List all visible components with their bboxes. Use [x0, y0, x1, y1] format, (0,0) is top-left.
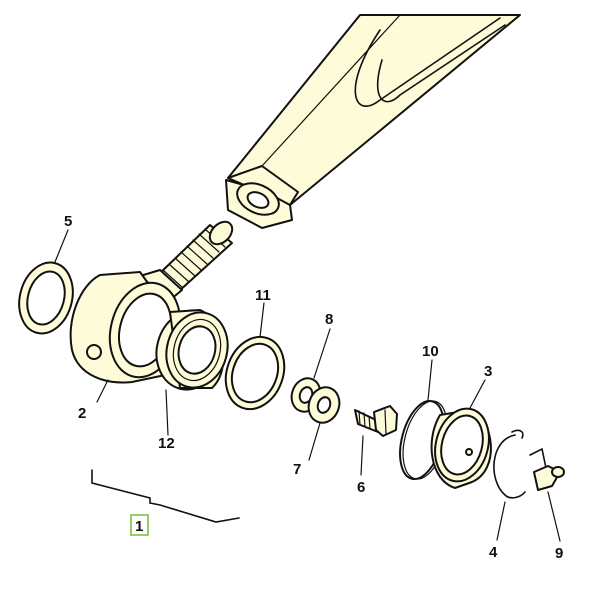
callout-6: 6 [357, 479, 365, 496]
part-6-bolt [354, 405, 398, 437]
part-11-ring [224, 335, 286, 411]
callout-9: 9 [555, 545, 563, 562]
leader-lines [54, 229, 561, 542]
part-7-washer [307, 386, 341, 424]
part-4-snap-ring [493, 429, 526, 499]
callout-8: 8 [325, 311, 333, 328]
callout-3: 3 [484, 363, 492, 380]
callout-11: 11 [255, 287, 271, 304]
callout-1: 1 [135, 518, 143, 535]
part-5-seal-ring [18, 261, 74, 335]
part-12-bearing [155, 309, 229, 391]
part-3-cap [430, 407, 492, 489]
callout-5: 5 [64, 213, 72, 230]
part-9-grease-fitting [529, 447, 565, 491]
assembly-bracket [91, 469, 240, 523]
callout-4: 4 [489, 544, 498, 561]
callout-1-highlight [130, 514, 149, 536]
arm-tube [225, 14, 521, 229]
part-2-ball-joint-housing [69, 220, 234, 384]
callout-2: 2 [78, 405, 86, 422]
callout-12: 12 [158, 435, 175, 452]
callout-labels: 1 2 3 4 5 6 7 8 9 10 11 12 [64, 213, 563, 562]
callout-7: 7 [293, 461, 301, 478]
callout-10: 10 [422, 343, 439, 360]
